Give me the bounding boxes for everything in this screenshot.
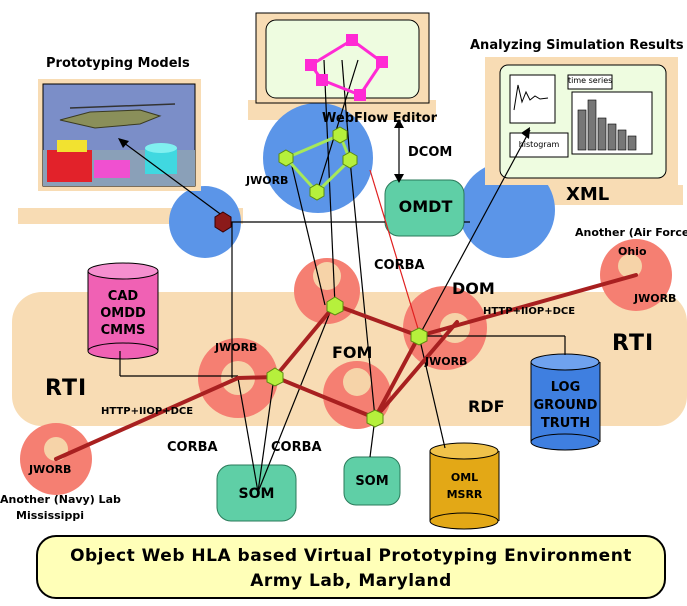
label-jworb-right: JWORB <box>425 355 468 368</box>
label-som-right: SOM <box>355 474 389 489</box>
label-dom: DOM <box>452 279 495 298</box>
magenta-graph <box>305 34 388 101</box>
cyan-cylinder-top <box>145 143 177 153</box>
label-dcom: DCOM <box>408 145 453 160</box>
time-series-line <box>513 84 549 111</box>
chart-time-series-plot <box>509 74 556 124</box>
right-blue-disc <box>459 162 555 258</box>
label-rdf: RDF <box>468 397 505 416</box>
inner-disc-ohio <box>618 254 642 278</box>
red-block <box>47 150 92 182</box>
label-omdt: OMDT <box>398 197 453 216</box>
label-http-iiop-dce-left: HTTP+IIOP+DCE <box>101 406 194 417</box>
thick-links <box>54 273 638 461</box>
label-cmms: CMMS <box>100 323 146 338</box>
omdt-box <box>384 179 465 237</box>
label-histogram: histogram <box>518 140 560 149</box>
cad-cylinder <box>87 262 159 360</box>
som-box-right <box>343 456 401 506</box>
label-rti-right: RTI <box>612 331 655 356</box>
chart-histogram-label-box <box>509 132 569 158</box>
helicopter <box>59 109 162 129</box>
webflow-green-links <box>284 133 352 195</box>
label-another-navy-lab: Another (Navy) Lab <box>0 493 121 506</box>
label-cad: CAD <box>107 289 139 304</box>
yellow-block <box>57 140 87 152</box>
connector-lines <box>119 59 566 493</box>
label-jworb-left: JWORB <box>215 341 258 354</box>
label-msrr: MSRR <box>446 488 483 501</box>
log-cylinder <box>530 353 601 451</box>
caption-line-2: Army Lab, Maryland <box>250 571 452 591</box>
label-jworb-top: JWORB <box>246 174 289 187</box>
label-mississippi: Mississippi <box>16 509 84 522</box>
hub-node <box>214 211 232 233</box>
label-corba-right: CORBA <box>271 440 322 455</box>
som-box-left <box>216 464 297 522</box>
label-truth: TRUTH <box>540 416 591 431</box>
label-oml: OML <box>450 471 479 484</box>
label-corba-left: CORBA <box>167 440 218 455</box>
label-time-series: time series <box>568 76 613 85</box>
label-another-air-force: Another (Air Force) <box>575 226 687 239</box>
label-fom: FOM <box>332 343 373 362</box>
top-monitor-screen <box>265 19 420 99</box>
pink-block <box>94 160 130 178</box>
arrowheads <box>118 119 530 183</box>
label-ohio: Ohio <box>618 245 647 258</box>
oml-cylinder <box>429 442 500 530</box>
label-http-iiop-dce-right: HTTP+IIOP+DCE <box>483 306 576 317</box>
inner-disc-fom-lower <box>343 368 371 396</box>
label-corba-upper: CORBA <box>374 258 425 273</box>
label-omdd: OMDD <box>100 306 146 321</box>
rotor <box>69 103 176 109</box>
caption-line-1: Object Web HLA based Virtual Prototyping… <box>70 546 632 566</box>
label-jworb-ohio: JWORB <box>634 292 677 305</box>
label-analyzing-results: Analyzing Simulation Results <box>470 38 684 53</box>
label-log: LOG <box>550 380 581 395</box>
red-thin-line <box>369 169 420 333</box>
label-ground: GROUND <box>533 398 598 413</box>
histogram-bars <box>577 99 637 151</box>
label-prototyping-models: Prototyping Models <box>46 56 190 71</box>
chart-time-series-label-box <box>567 74 613 90</box>
label-jworb-mississippi: JWORB <box>29 463 72 476</box>
label-xml: XML <box>566 184 610 205</box>
label-som-left: SOM <box>238 486 275 502</box>
label-rti-left: RTI <box>45 376 88 401</box>
caption-box: Object Web HLA based Virtual Prototyping… <box>36 535 666 599</box>
label-webflow-editor: WebFlow Editor <box>322 111 438 126</box>
inner-disc-fom-upper <box>313 262 341 290</box>
rti-band <box>12 292 687 426</box>
green-nodes <box>266 126 428 428</box>
left-blue-disc <box>169 186 241 258</box>
